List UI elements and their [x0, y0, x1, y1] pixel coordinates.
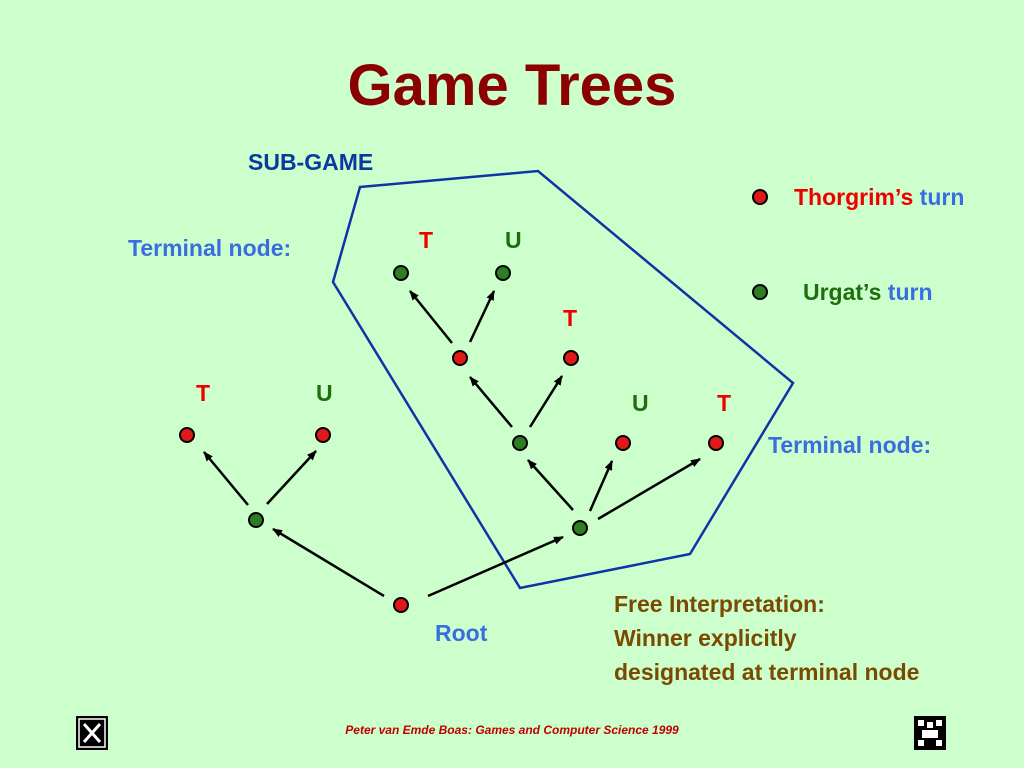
legend-urgat-turn: turn [887, 279, 933, 305]
legend-thorgrim-entry: Thorgrim’s turn [794, 184, 964, 211]
node-left [248, 512, 264, 528]
root-label: Root [435, 620, 488, 646]
marker-left-t: T [196, 380, 211, 406]
terminal-node-label-left: Terminal node: [128, 235, 292, 261]
node-mid [512, 435, 528, 451]
note-line-1: Free Interpretation: [614, 591, 825, 617]
marker-top-u: U [505, 227, 522, 253]
legend-thorgrim-turn: turn [919, 184, 965, 210]
subgame-outline [331, 169, 795, 590]
legend-urgat-name: Urgat’s [803, 279, 882, 305]
marker-mid-t: T [563, 305, 578, 331]
free-interpretation-note: Free Interpretation: Winner explicitly d… [614, 587, 919, 689]
legend-urgat-entry: Urgat’s turn [803, 279, 933, 306]
footer-credit: Peter van Emde Boas: Games and Computer … [345, 723, 679, 737]
marker-right-u: U [632, 390, 649, 416]
tree-edges [203, 290, 701, 598]
legend-thorgrim-dot [752, 189, 768, 205]
node-right [572, 520, 588, 536]
node-left-t [179, 427, 195, 443]
node-right-u [615, 435, 631, 451]
marker-left-u: U [316, 380, 333, 406]
edge-root-right [427, 535, 564, 598]
edge-top-right [468, 290, 496, 343]
edge-right-u [588, 460, 614, 512]
node-top-t [393, 265, 409, 281]
subgame-label: SUB-GAME [248, 149, 374, 175]
university-logo-icon [76, 716, 108, 750]
edge-right-mid [527, 459, 574, 511]
marker-top-t: T [419, 227, 434, 253]
legend-urgat-dot [752, 284, 768, 300]
note-line-3: designated at terminal node [614, 659, 920, 685]
edge-left-u [266, 450, 317, 505]
tree-nodes [179, 265, 724, 613]
edge-root-left [272, 527, 385, 598]
node-right-t [708, 435, 724, 451]
edge-mid-right [528, 375, 564, 428]
legend-thorgrim-name: Thorgrim’s [794, 184, 914, 210]
terminal-node-label-right: Terminal node: [768, 432, 932, 458]
mosaic-logo-icon [914, 716, 946, 750]
edge-mid-left [469, 376, 513, 428]
node-root [393, 597, 409, 613]
slide-title: Game Trees [347, 53, 677, 118]
marker-right-t: T [717, 390, 732, 416]
edge-left-t [203, 451, 249, 506]
node-mid-t [563, 350, 579, 366]
edge-right-t [597, 457, 701, 521]
edge-top-left [409, 290, 453, 344]
node-left-u [315, 427, 331, 443]
node-top [452, 350, 468, 366]
note-line-2: Winner explicitly [614, 625, 797, 651]
node-top-u [495, 265, 511, 281]
